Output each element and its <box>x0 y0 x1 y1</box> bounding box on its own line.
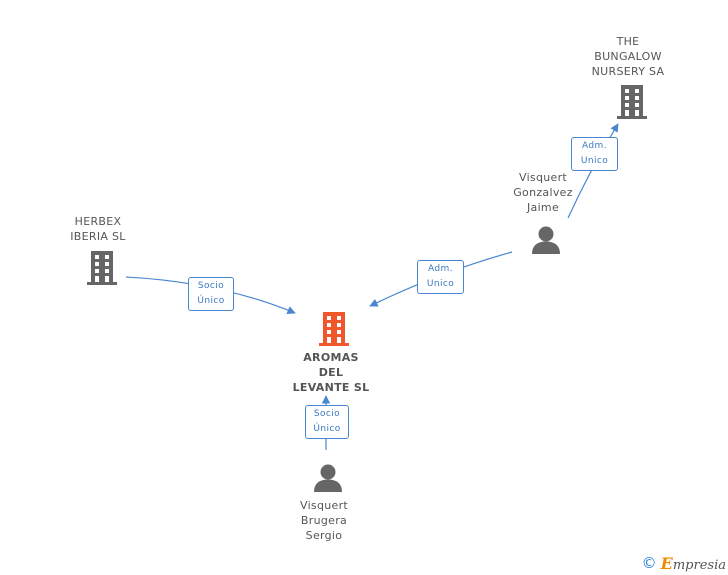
building-icon[interactable] <box>318 312 350 346</box>
edge-label-line2: Unico <box>580 156 609 166</box>
edge-label-sergio-socio-unico: Socio Único <box>305 405 349 439</box>
copyright-icon: © <box>641 553 657 572</box>
building-icon[interactable] <box>616 85 648 119</box>
edge-label-line1: Adm. <box>428 264 453 274</box>
node-label-sergio: Visquert Brugera Sergio <box>299 499 349 542</box>
node-label-bungalow: THE BUNGALOW NURSERY SA <box>591 35 665 78</box>
footer-branding: © Empresia <box>642 553 726 573</box>
edge-label-line1: Socio <box>313 409 341 419</box>
edge-label-jaime-adm-unico-main: Adm. Unico <box>417 260 464 294</box>
node-label-jaime: Visquert Gonzalvez Jaime <box>513 171 573 214</box>
node-label-herbex: HERBEX IBERIA SL <box>70 215 126 243</box>
edge-label-line2: Único <box>313 424 341 434</box>
edge-label-line1: Socio <box>197 281 225 291</box>
edge-label-line2: Único <box>197 296 225 306</box>
person-icon[interactable] <box>313 464 343 492</box>
building-icon[interactable] <box>86 251 118 285</box>
edge-label-line2: Unico <box>426 279 455 289</box>
brand-logo[interactable]: Empresia <box>660 553 726 573</box>
edge-label-jaime-adm-unico-bungalow: Adm. Unico <box>571 137 618 171</box>
edge-label-herbex-socio-unico: Socio Único <box>188 277 234 311</box>
person-icon[interactable] <box>531 226 561 254</box>
edge-label-line1: Adm. <box>582 141 607 151</box>
node-label-main-company: AROMAS DEL LEVANTE SL <box>292 351 370 394</box>
